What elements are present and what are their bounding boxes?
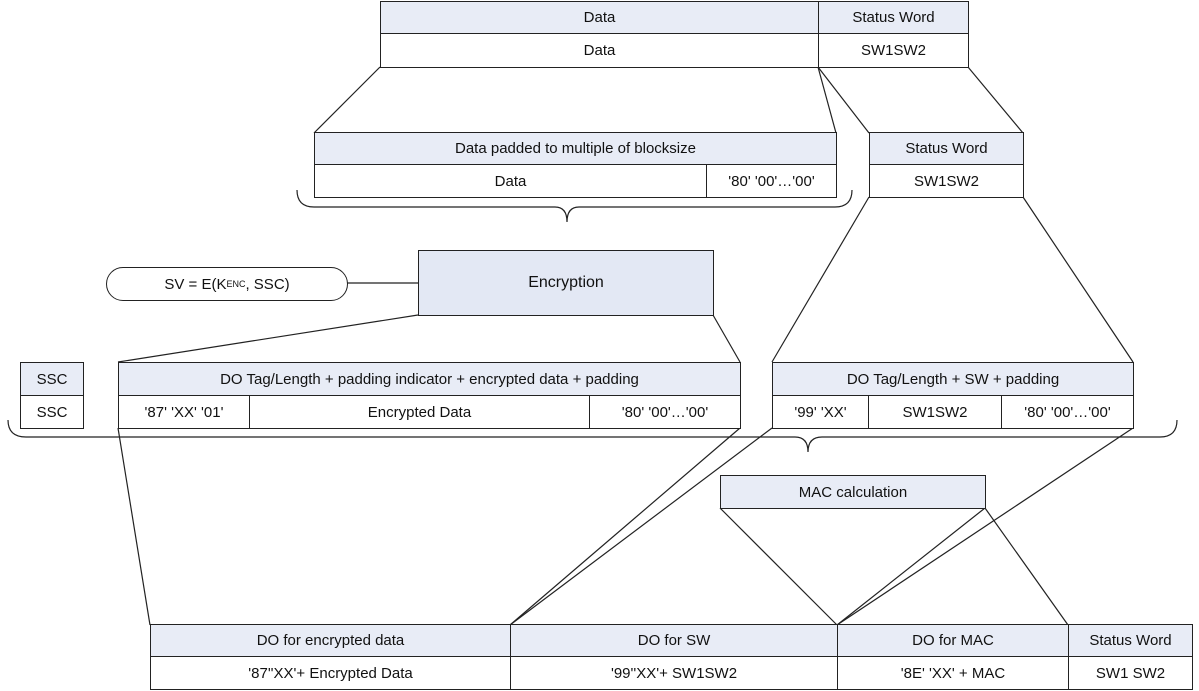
connector-line bbox=[771, 196, 870, 363]
do-sw-padding: '80' '00'…'00' bbox=[1001, 395, 1134, 429]
top-status-word-header: Status Word bbox=[818, 1, 969, 34]
connector-line bbox=[509, 427, 773, 626]
sv-subscript: ENC bbox=[226, 279, 246, 289]
bottom-status-word-header: Status Word bbox=[1068, 624, 1193, 657]
bottom-status-word-value: SW1 SW2 bbox=[1068, 656, 1193, 690]
connector-line bbox=[836, 507, 986, 626]
mac-calculation-box: MAC calculation bbox=[720, 475, 986, 509]
connector-line bbox=[967, 66, 1024, 134]
brace bbox=[7, 419, 1178, 453]
connector-line bbox=[719, 507, 838, 626]
status-word-value: SW1SW2 bbox=[869, 164, 1024, 198]
connector-line bbox=[836, 427, 1134, 626]
top-data-value: Data bbox=[380, 33, 819, 68]
top-data-header: Data bbox=[380, 1, 819, 34]
top-sw-value: SW1SW2 bbox=[818, 33, 969, 68]
brace bbox=[296, 189, 853, 223]
connector-line bbox=[117, 427, 151, 626]
bottom-do-encrypted-header: DO for encrypted data bbox=[150, 624, 511, 657]
bottom-do-sw-value: '99''XX'+ SW1SW2 bbox=[510, 656, 838, 690]
ssc-header: SSC bbox=[20, 362, 84, 396]
sv-suffix: , SSC) bbox=[245, 275, 290, 293]
do-encrypted-data: Encrypted Data bbox=[249, 395, 590, 429]
connector-line bbox=[1022, 196, 1134, 363]
ssc-value: SSC bbox=[20, 395, 84, 429]
connector-line bbox=[509, 427, 741, 626]
encryption-box: Encryption bbox=[418, 250, 714, 316]
connector-line bbox=[817, 66, 837, 134]
connector-line bbox=[984, 507, 1069, 626]
padded-padding-value: '80' '00'…'00' bbox=[706, 164, 837, 198]
do-encrypted-padding: '80' '00'…'00' bbox=[589, 395, 741, 429]
sv-prefix: SV = E(K bbox=[164, 275, 227, 293]
do-encrypted-tag: '87' 'XX' '01' bbox=[118, 395, 250, 429]
status-word-header: Status Word bbox=[869, 132, 1024, 165]
do-sw-header: DO Tag/Length + SW + padding bbox=[772, 362, 1134, 396]
connector-line bbox=[117, 314, 419, 363]
bottom-do-mac-header: DO for MAC bbox=[837, 624, 1069, 657]
bottom-do-sw-header: DO for SW bbox=[510, 624, 838, 657]
connector-line bbox=[817, 66, 870, 134]
bottom-do-mac-value: '8E' 'XX' + MAC bbox=[837, 656, 1069, 690]
do-sw-tag: '99' 'XX' bbox=[772, 395, 869, 429]
do-sw-value: SW1SW2 bbox=[868, 395, 1002, 429]
padded-data-value: Data bbox=[314, 164, 707, 198]
bottom-do-encrypted-value: '87''XX'+ Encrypted Data bbox=[150, 656, 511, 690]
do-encrypted-header: DO Tag/Length + padding indicator + encr… bbox=[118, 362, 741, 396]
connector-line bbox=[712, 314, 741, 363]
padded-data-header: Data padded to multiple of blocksize bbox=[314, 132, 837, 165]
connector-line bbox=[313, 66, 381, 134]
